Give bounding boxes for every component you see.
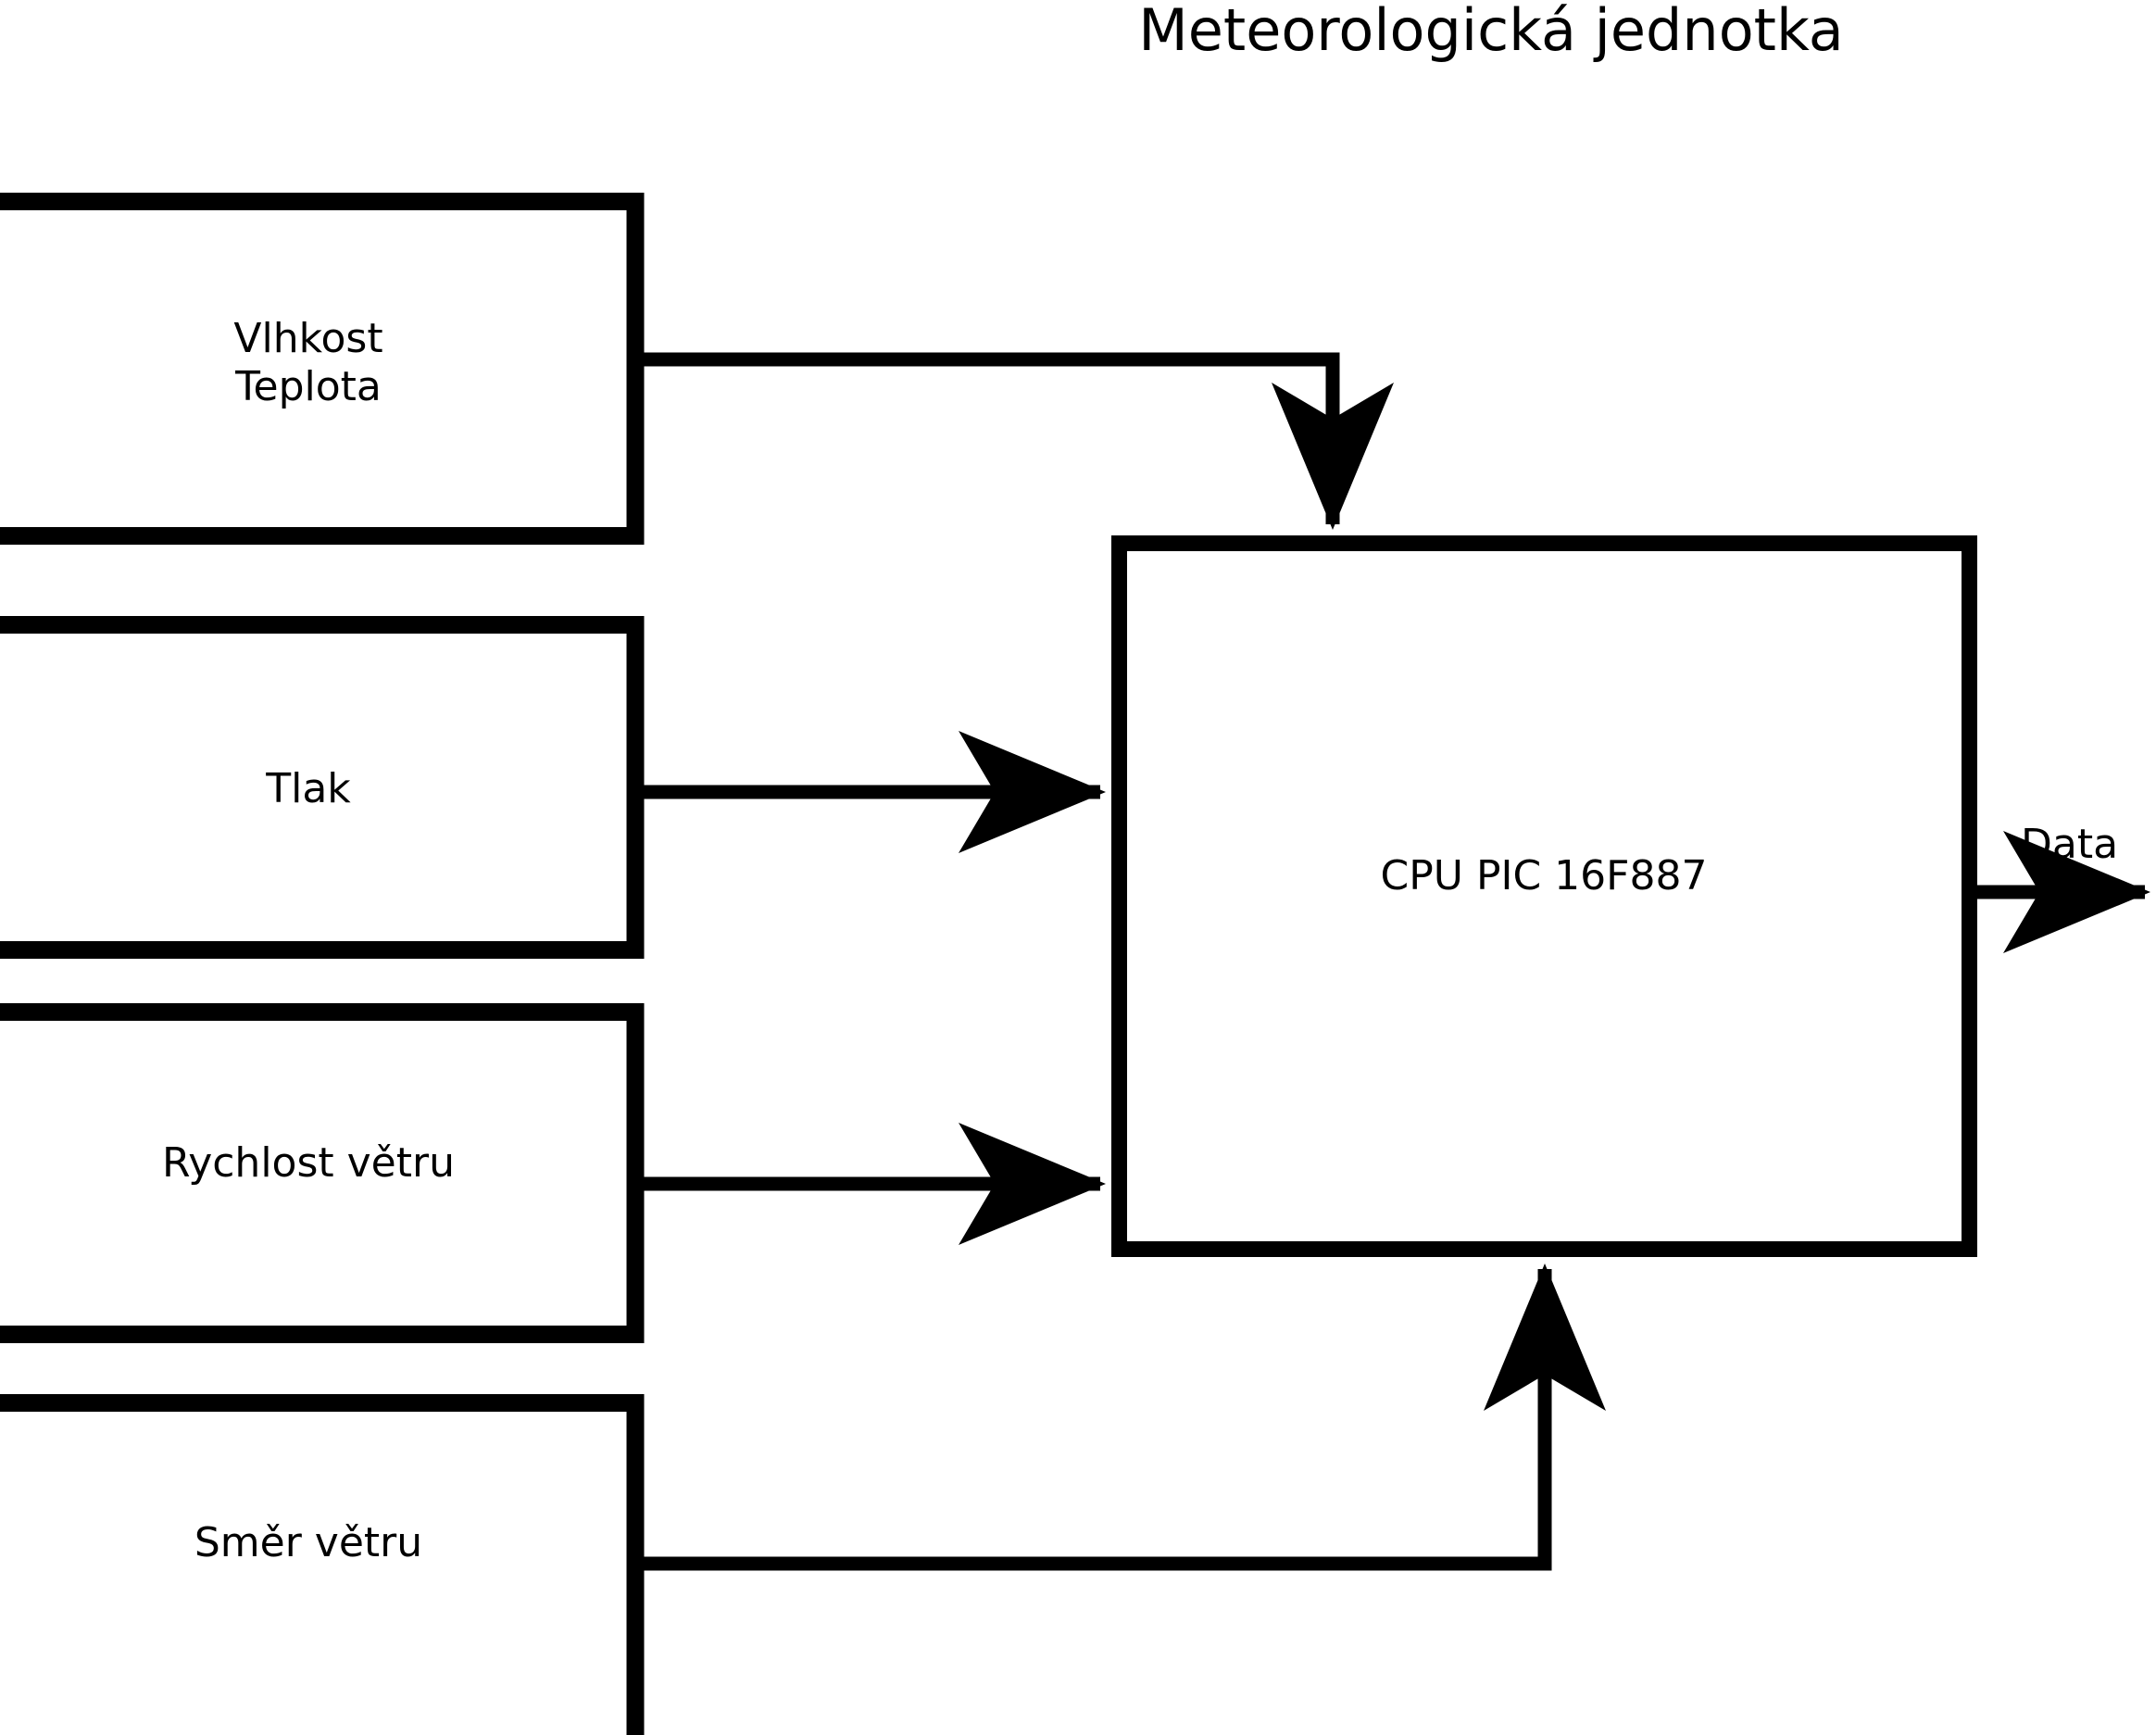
node-label-sensor-wind-speed: Rychlost větru (162, 1139, 455, 1187)
node-label-sensor-pressure: Tlak (266, 765, 351, 812)
node-sensor-wind-speed (0, 1003, 645, 1343)
node-label-sensor-humidity-temperature: Vlhkost Teplota (233, 315, 383, 410)
node-label-sensor-wind-direction: Směr větru (194, 1519, 423, 1566)
node-sensor-pressure (0, 616, 645, 959)
node-sensor-wind-direction (0, 1394, 645, 1735)
node-cpu (1111, 535, 1977, 1257)
page-title: Meteorologická jednotka (1138, 0, 1844, 64)
node-sensor-humidity-temperature (0, 193, 645, 545)
edge-label-data-output: Data (2021, 821, 2119, 868)
node-label-cpu: CPU PIC 16F887 (1380, 852, 1708, 899)
edge-humidity-to-cpu (635, 352, 1394, 531)
edge-wind-direction-to-cpu (635, 1263, 1606, 1571)
